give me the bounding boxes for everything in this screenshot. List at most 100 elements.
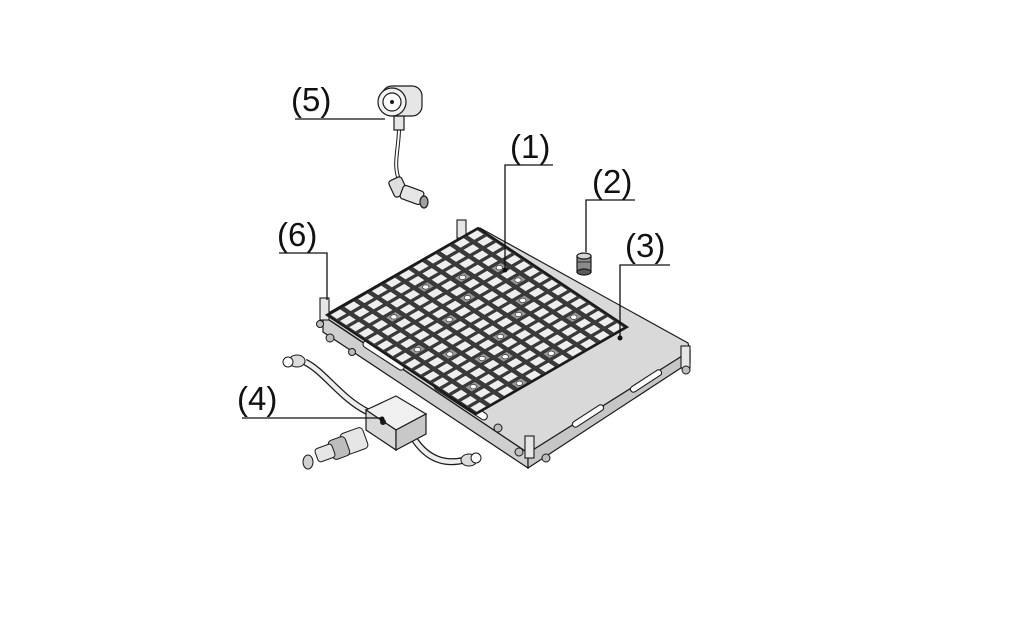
part-4-manifold-assembly bbox=[282, 354, 482, 470]
grid-cell bbox=[486, 276, 504, 288]
grid-cell bbox=[422, 370, 441, 382]
grid-cell bbox=[541, 279, 560, 290]
grid-cell bbox=[482, 359, 501, 371]
grid-cell bbox=[468, 367, 487, 378]
grid-cell bbox=[578, 303, 597, 315]
grid-hole bbox=[390, 314, 398, 320]
grid-cell bbox=[477, 304, 495, 316]
grid-cell bbox=[546, 299, 564, 311]
grid-cell bbox=[444, 300, 463, 311]
grid-cell bbox=[500, 302, 518, 314]
grid-cell bbox=[495, 317, 514, 328]
part-5-vacuum-gauge bbox=[377, 85, 429, 209]
grid-cell bbox=[491, 296, 509, 308]
grid-cell bbox=[510, 343, 528, 355]
grid-cell bbox=[398, 269, 416, 280]
grid-cell bbox=[448, 251, 467, 263]
callout-5-label: (5) bbox=[291, 81, 331, 118]
grid-cell bbox=[485, 242, 504, 253]
grid-cell bbox=[440, 279, 458, 291]
grid-cell bbox=[425, 253, 444, 265]
grid-cell bbox=[476, 270, 495, 281]
grid-cell bbox=[551, 354, 570, 365]
grid-hole bbox=[570, 314, 578, 320]
grid-cell bbox=[518, 315, 537, 327]
grid-cell bbox=[491, 365, 510, 377]
grid-cell bbox=[431, 308, 449, 319]
grid-cell bbox=[532, 272, 550, 284]
grid-cell bbox=[514, 329, 533, 341]
grid-cell bbox=[542, 313, 560, 325]
grid-cell bbox=[426, 322, 445, 333]
leader-lines bbox=[242, 118, 670, 422]
grid-plate-top bbox=[324, 226, 630, 416]
grid-cell bbox=[357, 327, 376, 339]
grid-cell bbox=[380, 291, 398, 302]
grid-cell bbox=[495, 282, 513, 294]
grid-cell bbox=[523, 335, 542, 347]
grid-cell bbox=[439, 245, 458, 257]
callout-labels: (1) (2) (3) (4) (5) (6) bbox=[237, 81, 665, 417]
grid-cell bbox=[393, 283, 412, 295]
grid-cell bbox=[417, 315, 436, 327]
grid-hole bbox=[422, 284, 430, 290]
grid-cell bbox=[385, 345, 404, 357]
grid-cell bbox=[399, 337, 417, 349]
grid-cell bbox=[569, 332, 588, 343]
grid-cell bbox=[560, 325, 579, 337]
grid-cell bbox=[371, 319, 389, 331]
grid-cell bbox=[501, 371, 519, 383]
grid-cell bbox=[555, 305, 574, 317]
grid-cell bbox=[343, 300, 362, 312]
grid-cell bbox=[467, 298, 486, 310]
grid-cell bbox=[413, 330, 431, 341]
grid-hole bbox=[445, 317, 453, 323]
grid-cell bbox=[453, 237, 471, 249]
grid-cell bbox=[380, 325, 399, 337]
grid-cell bbox=[537, 327, 556, 339]
grid-cell bbox=[538, 362, 556, 373]
grid-cell bbox=[445, 368, 464, 380]
grid-cell bbox=[390, 331, 408, 343]
grid-cell bbox=[450, 354, 468, 366]
grid-cell bbox=[348, 321, 366, 332]
corner-post bbox=[680, 345, 691, 369]
grid-cell bbox=[481, 256, 499, 267]
grid-cell bbox=[574, 318, 592, 329]
corner-post bbox=[319, 297, 330, 321]
grid-cell bbox=[407, 275, 426, 287]
callout-4-label: (4) bbox=[237, 380, 277, 417]
grid-cell bbox=[471, 249, 490, 261]
grid-cell bbox=[513, 260, 532, 272]
grid-cell bbox=[462, 243, 481, 255]
grid-cell bbox=[537, 293, 555, 305]
grid-cell bbox=[459, 361, 478, 372]
grid-cell bbox=[550, 285, 569, 297]
grid-cell bbox=[375, 305, 394, 317]
grid-cell bbox=[450, 389, 469, 400]
grid-cell bbox=[430, 273, 449, 285]
grid-cell bbox=[389, 297, 408, 309]
grid-cell bbox=[528, 321, 546, 333]
part-2-plug bbox=[576, 252, 592, 276]
grid-cell bbox=[481, 290, 500, 302]
grid-cell bbox=[505, 323, 523, 334]
grid-cell bbox=[445, 334, 463, 346]
grid-cell bbox=[404, 358, 422, 370]
grid-hole bbox=[515, 380, 523, 386]
grid-cell bbox=[560, 291, 578, 303]
grid-cell bbox=[463, 312, 482, 324]
grid-cell bbox=[362, 313, 380, 324]
grid-cell bbox=[518, 280, 537, 292]
grid-cell bbox=[546, 333, 565, 345]
grid-cell bbox=[384, 277, 403, 288]
grid-cell bbox=[444, 265, 463, 277]
grid-hole bbox=[495, 265, 503, 271]
grid-hole bbox=[501, 354, 509, 360]
grid-hole bbox=[519, 297, 527, 303]
grid-cell bbox=[449, 320, 468, 332]
grid-cell bbox=[394, 317, 412, 329]
grid-cell bbox=[477, 339, 496, 350]
grid-cell bbox=[588, 310, 606, 321]
grid-cell bbox=[413, 364, 432, 376]
